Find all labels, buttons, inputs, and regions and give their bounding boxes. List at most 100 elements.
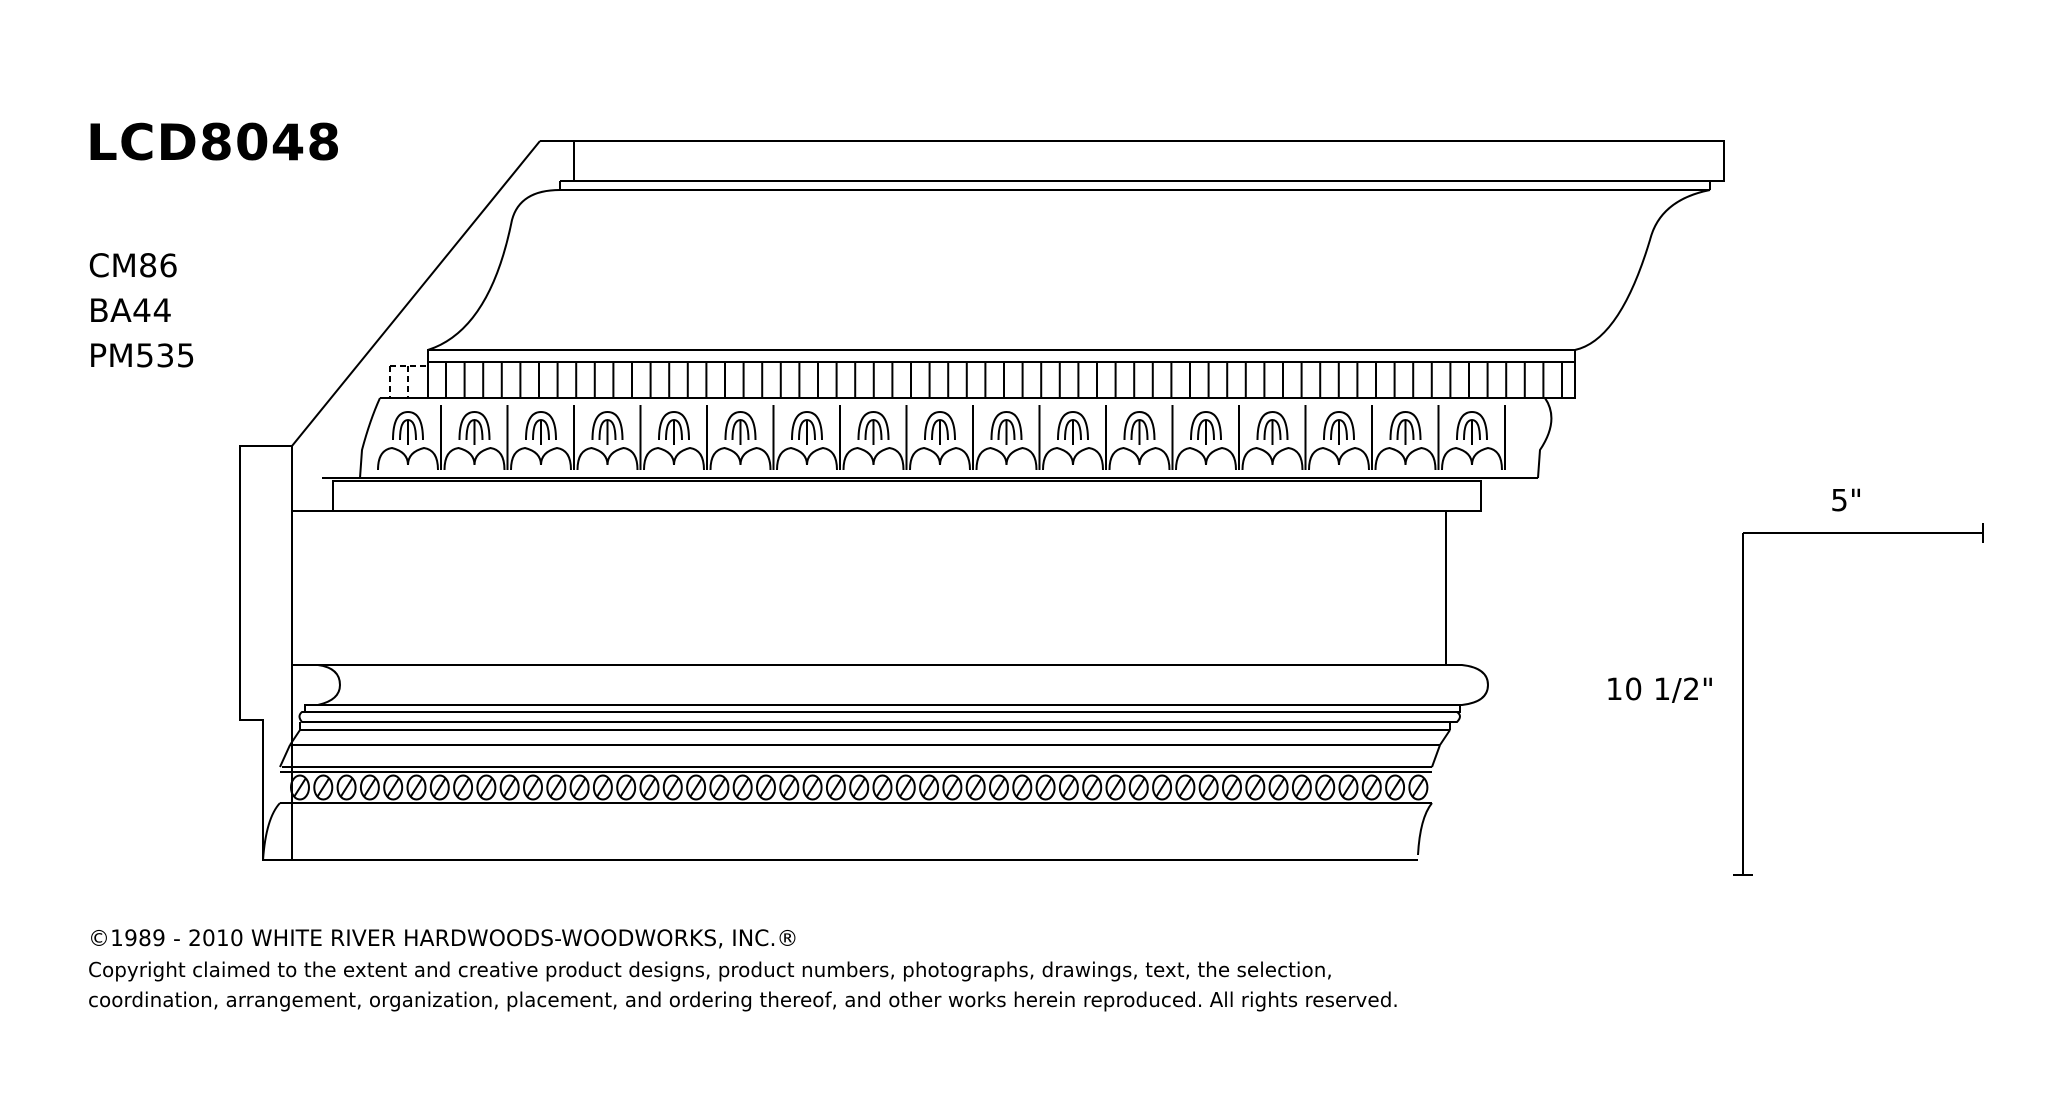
rope-bead	[429, 774, 450, 801]
rope-bead	[1222, 774, 1242, 801]
dart-ornament	[377, 446, 439, 471]
rope-bead	[1201, 777, 1216, 798]
crown-cap	[559, 140, 1725, 191]
cove-section	[427, 189, 1711, 351]
fillet-band	[322, 477, 1482, 512]
rope-bead	[1318, 777, 1333, 798]
rope-bead	[386, 777, 401, 798]
rope-bead	[1245, 774, 1266, 801]
egg-ornament	[990, 410, 1023, 441]
rope-bead	[1155, 777, 1169, 798]
rope-bead	[759, 777, 773, 798]
rope-bead	[1388, 777, 1402, 798]
rope-bead	[1408, 774, 1429, 801]
dart-ornament	[1108, 446, 1171, 471]
copyright-line: Copyright claimed to the extent and crea…	[88, 958, 1333, 982]
rope-bead	[1271, 777, 1286, 798]
rope-bead	[709, 774, 730, 801]
width-dimension-label: 5"	[1830, 484, 1863, 519]
rope-bead	[1411, 777, 1426, 798]
rope-bead	[409, 777, 424, 798]
dart-ornament	[443, 446, 506, 471]
rope-bead	[619, 777, 634, 798]
rope-bead	[712, 777, 727, 798]
egg-ornament	[658, 410, 690, 441]
rope-bead	[1361, 774, 1382, 801]
rope-bead	[479, 777, 494, 798]
dart-ornament	[1308, 446, 1370, 471]
egg-and-dart-band	[359, 397, 1553, 479]
rope-bead	[642, 777, 657, 798]
dart-ornament	[776, 446, 838, 471]
rope-bead	[662, 774, 683, 801]
rope-bead	[1062, 777, 1076, 798]
rope-bead	[383, 774, 404, 801]
rope-bead	[1178, 777, 1193, 798]
dentil-band	[389, 349, 1576, 399]
rope-bead	[872, 774, 893, 801]
rope-bead	[1175, 774, 1196, 801]
rope-bead	[898, 777, 913, 798]
wall-strip	[239, 445, 293, 861]
component-list: CM86 BA44 PM535	[88, 244, 196, 379]
rope-bead	[825, 774, 846, 801]
egg-ornament	[1057, 410, 1089, 441]
rope-bead	[686, 774, 707, 801]
rope-bead	[1268, 774, 1289, 801]
rope-bead	[639, 774, 660, 801]
rope-bead	[569, 774, 590, 801]
dart-ornament	[576, 446, 639, 471]
rope-bead	[782, 777, 797, 798]
egg-ornament	[1389, 410, 1422, 441]
rope-bead	[616, 774, 637, 801]
rope-bead	[665, 777, 680, 798]
rope-bead	[922, 777, 936, 798]
dart-ornament	[909, 446, 971, 471]
rope-bead	[1291, 774, 1312, 801]
dimension-lines	[1733, 523, 1984, 876]
rope-bead	[968, 777, 983, 798]
rope-bead	[1082, 774, 1103, 801]
rope-bead	[456, 777, 470, 798]
dart-ornament	[510, 446, 572, 471]
egg-ornament	[724, 410, 757, 441]
dart-ornament	[709, 446, 772, 471]
egg-ornament	[1456, 410, 1488, 441]
dart-ornament	[975, 446, 1038, 471]
egg-ornament	[857, 410, 890, 441]
rope-bead	[1131, 777, 1146, 798]
copyright-block: ©1989 - 2010 WHITE RIVER HARDWOODS-WOODW…	[88, 925, 1788, 1015]
rope-bead	[805, 777, 820, 798]
rope-bead	[432, 777, 447, 798]
dart-ornament	[1441, 446, 1503, 471]
rope-bead	[992, 777, 1006, 798]
rope-bead	[1038, 777, 1053, 798]
rope-bead	[942, 774, 963, 801]
rope-bead	[989, 774, 1009, 801]
rope-bead	[592, 774, 613, 801]
egg-ornament	[525, 410, 557, 441]
rope-bead	[919, 774, 940, 801]
rope-bead	[290, 774, 310, 801]
rope-bead	[499, 774, 520, 801]
rope-bead	[689, 777, 703, 798]
rope-bead	[523, 774, 543, 801]
rope-bead	[779, 774, 800, 801]
rope-bead	[945, 777, 960, 798]
egg-ornament	[1323, 410, 1355, 441]
rope-bead	[802, 774, 823, 801]
rope-bead	[549, 777, 564, 798]
rope-bead	[572, 777, 587, 798]
egg-ornament	[791, 410, 823, 441]
rope-bead	[852, 777, 867, 798]
rope-bead	[363, 777, 377, 798]
egg-ornament	[924, 410, 956, 441]
rope-bead	[1035, 774, 1056, 801]
rope-bead	[339, 777, 354, 798]
rope-bead	[1248, 777, 1263, 798]
rope-bead	[359, 774, 380, 801]
rope-bead	[756, 774, 776, 801]
copyright-line: coordination, arrangement, organization,…	[88, 988, 1399, 1012]
rope-bead	[1058, 774, 1079, 801]
